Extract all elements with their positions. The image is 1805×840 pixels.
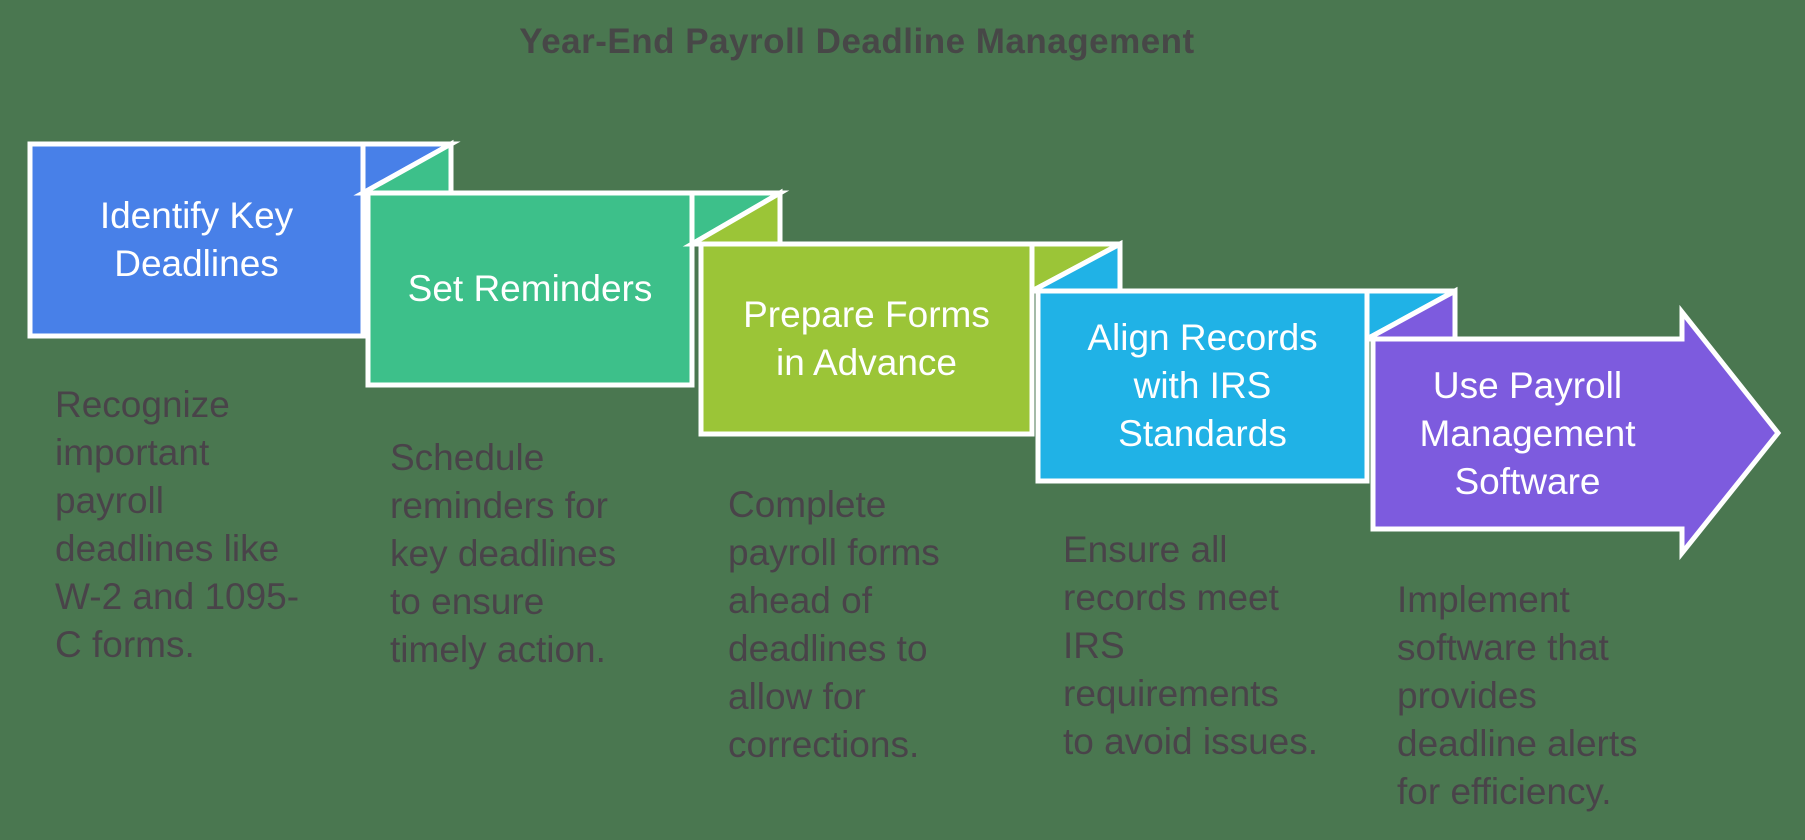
step-4-banner [1035,288,1370,484]
step-2-banner [365,190,695,388]
step-5-label: Use Payroll Management Software [1419,365,1636,502]
step-1-banner [27,141,366,339]
step-1-label: Identify Key Deadlines [99,195,294,284]
step-4-fold-lower [1030,239,1123,294]
step-3-fold-lower [682,188,783,247]
step-4-description: Ensure all records meet IRS requirements… [1063,529,1319,762]
step-3-description: Complete payroll forms ahead of deadline… [728,484,940,765]
step-3-banner [698,241,1035,437]
step-5-description: Implement software that provides deadlin… [1397,579,1638,812]
step-2-fold-lower [353,139,454,196]
page-title: Year-End Payroll Deadline Management [519,22,1195,61]
step-5-arrow-banner [1370,304,1782,561]
step-4-label: Align Records with IRS Standards [1087,317,1318,454]
step-3-label: Prepare Forms in Advance [743,294,990,383]
step-2-label: Set Reminders [407,268,653,309]
step-2-description: Schedule reminders for key deadlines to … [390,437,617,670]
step-1-description: Recognize important payroll deadlines li… [55,384,300,665]
step-5-fold-lower [1365,286,1458,342]
